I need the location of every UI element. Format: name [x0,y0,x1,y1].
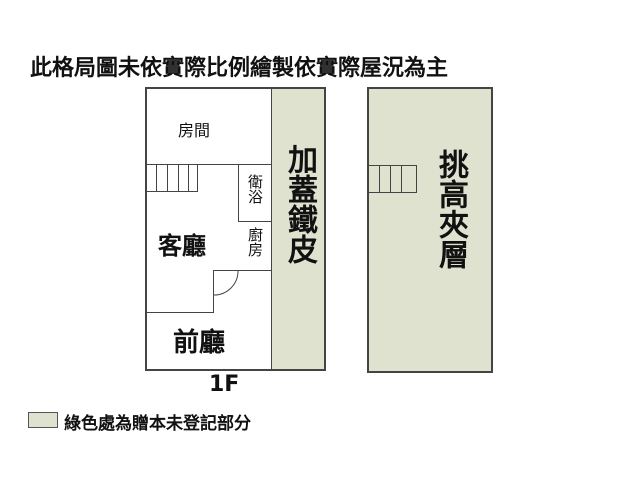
room-label-addition: 加蓋鐵皮 [282,144,317,264]
wall [145,87,326,89]
room-label-bathroom: 衛浴 [246,174,264,204]
wall [145,164,272,165]
wall [145,369,326,371]
room-label-kitchen: 廚房 [246,227,264,257]
floor-label-1f: 1F [209,372,240,397]
legend-swatch [28,412,58,428]
mezzanine-label: 挑高夾層 [433,149,468,269]
bathroom [238,164,272,222]
floor-plan-mezzanine: 挑高夾層 [367,87,493,373]
stairs [146,164,198,192]
wall [145,312,214,313]
wall [213,270,214,312]
room-label-front-hall: 前廳 [173,328,226,358]
door-swing-icon [213,270,239,296]
wall [213,270,272,271]
addition-area [272,87,325,370]
wall [324,87,326,371]
legend-text: 綠色處為贈本未登記部分 [64,414,251,434]
wall [271,87,272,371]
wall [145,87,147,371]
disclaimer-title: 此格局圖未依實際比例繪製依實際屋況為主 [30,56,449,81]
room-label-bedroom: 房間 [178,121,211,140]
stairs [369,165,417,193]
room-label-living-room: 客廳 [158,232,206,260]
